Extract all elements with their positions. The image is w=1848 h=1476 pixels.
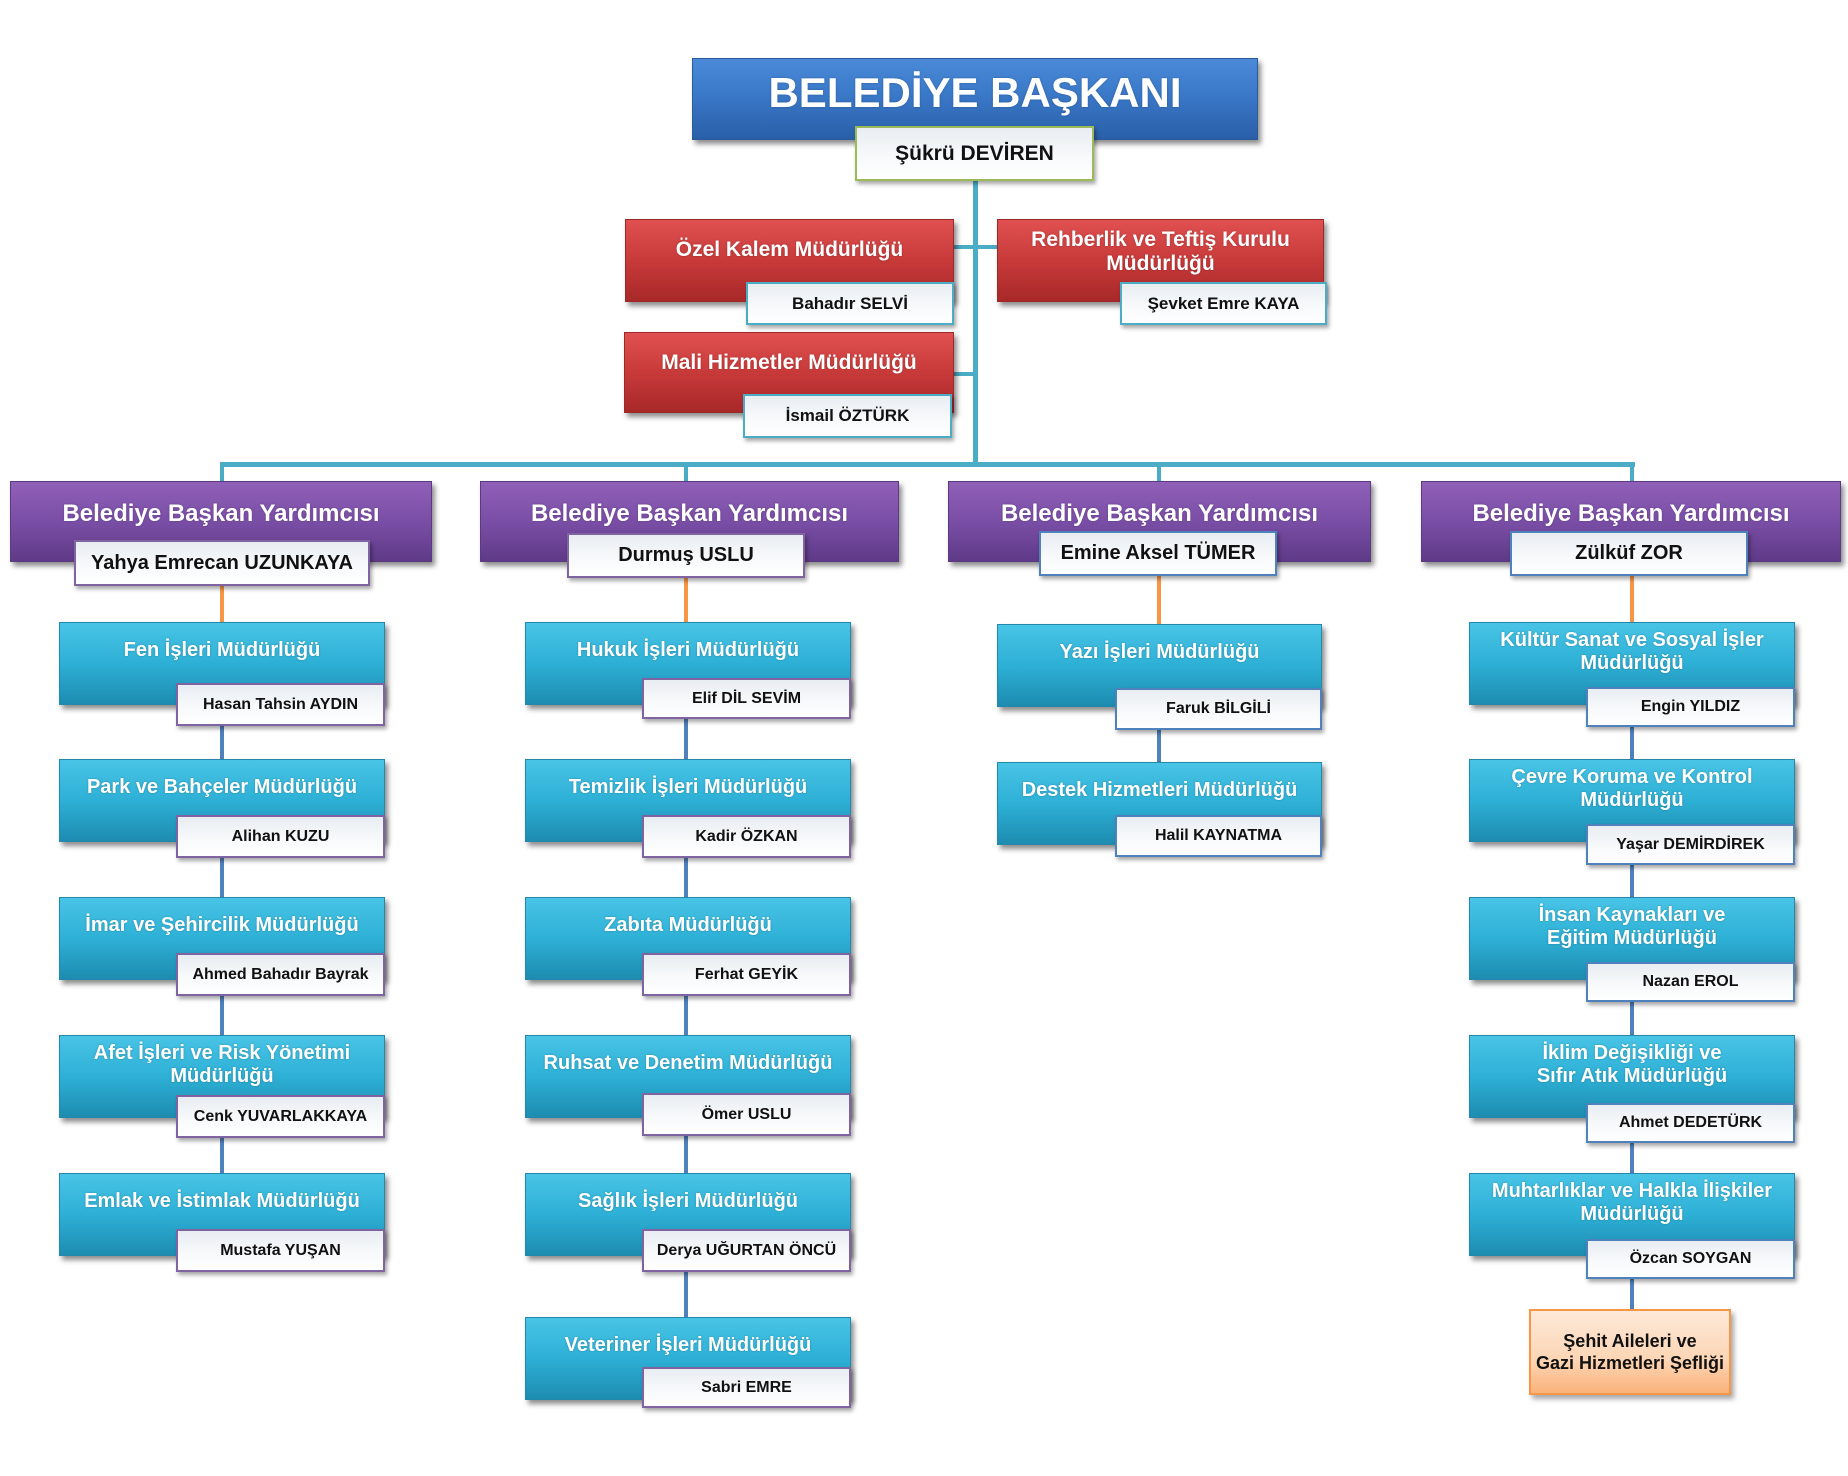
mayor-box: BELEDİYE BAŞKANI (692, 58, 1258, 140)
directorate-title: Kültür Sanat ve Sosyal İşler Müdürlüğü (1500, 629, 1764, 674)
directorate-head: Derya UĞURTAN ÖNCÜ (642, 1229, 851, 1272)
deputy-title: Belediye Başkan Yardımcısı (1000, 500, 1319, 527)
directorate-head: Yaşar DEMİRDİREK (1586, 824, 1795, 865)
connector-col4-orange (1630, 576, 1634, 623)
directorate-title: Ruhsat ve Denetim Müdürlüğü (543, 1052, 833, 1074)
directorate-title: Temizlik İşleri Müdürlüğü (568, 776, 808, 798)
connector-deputy-1 (220, 462, 224, 482)
connector-col2-orange (684, 578, 688, 623)
deputy-title: Belediye Başkan Yardımcısı (62, 500, 380, 527)
directorate-head: Cenk YUVARLAKKAYA (176, 1095, 385, 1138)
directorate-head: Elif DİL SEVİM (642, 678, 851, 719)
directorate-title: Çevre Koruma ve Kontrol Müdürlüğü (1511, 766, 1753, 811)
connector-col3-orange (1157, 576, 1161, 625)
deputy-name: Zülküf ZOR (1510, 531, 1748, 576)
staff-title: Mali Hizmetler Müdürlüğü (661, 351, 917, 374)
directorate-title: İnsan Kaynakları ve Eğitim Müdürlüğü (1538, 904, 1726, 949)
staff-title: Rehberlik ve Teftiş Kurulu Müdürlüğü (1031, 228, 1290, 276)
directorate-title: Afet İşleri ve Risk Yönetimi Müdürlüğü (93, 1042, 351, 1087)
staff-name: Bahadır SELVİ (746, 282, 954, 325)
mayor-name: Şükrü DEVİREN (855, 126, 1094, 181)
connector-col4-chain (1630, 705, 1634, 1311)
deputy-name: Durmuş USLU (567, 533, 805, 578)
directorate-head: Sabri EMRE (642, 1367, 851, 1408)
directorate-title: Fen İşleri Müdürlüğü (123, 639, 321, 661)
deputy-name: Yahya Emrecan UZUNKAYA (74, 540, 370, 586)
directorate-head: Alihan KUZU (176, 815, 385, 858)
directorate-title: Veteriner İşleri Müdürlüğü (564, 1334, 812, 1356)
connector-mayor-trunk (973, 181, 978, 467)
directorate-head: Engin YILDIZ (1586, 687, 1795, 727)
deputy-title: Belediye Başkan Yardımcısı (530, 500, 849, 527)
directorate-head: Mustafa YUŞAN (176, 1229, 385, 1272)
directorate-title: Emlak ve İstimlak Müdürlüğü (84, 1190, 360, 1212)
directorate-title: Park ve Bahçeler Müdürlüğü (86, 776, 358, 798)
directorate-head: Ahmet DEDETÜRK (1586, 1103, 1795, 1143)
directorate-head: Hasan Tahsin AYDIN (176, 683, 385, 726)
connector-deputy-4 (1630, 462, 1634, 482)
staff-title: Özel Kalem Müdürlüğü (675, 238, 904, 261)
directorate-head: Kadir ÖZKAN (642, 815, 851, 858)
directorate-head: Faruk BİLGİLİ (1115, 688, 1322, 730)
directorate-title: Sağlık İşleri Müdürlüğü (577, 1190, 799, 1212)
directorate-title: Hukuk İşleri Müdürlüğü (576, 639, 800, 661)
directorate-title: İklim Değişikliği ve Sıfır Atık Müdürlüğ… (1536, 1042, 1728, 1087)
deputy-title: Belediye Başkan Yardımcısı (1472, 500, 1790, 527)
connector-staff-mali (954, 372, 975, 376)
connector-col3-chain (1157, 707, 1161, 764)
mayor-title: BELEDİYE BAŞKANI (768, 69, 1182, 116)
connector-col1-orange (220, 586, 224, 623)
connector-col2-chain (684, 705, 688, 1319)
deputy-name: Emine Aksel TÜMER (1039, 531, 1277, 576)
directorate-title: Destek Hizmetleri Müdürlüğü (1021, 779, 1298, 801)
connector-staff-ozel-kalem (954, 245, 997, 249)
directorate-title: Muhtarlıklar ve Halkla İlişkiler Müdürlü… (1491, 1180, 1773, 1225)
directorate-head: Halil KAYNATMA (1115, 815, 1322, 857)
directorate-head: Ömer USLU (642, 1093, 851, 1136)
connector-deputy-3 (1157, 462, 1161, 482)
directorate-title: İmar ve Şehircilik Müdürlüğü (85, 914, 359, 936)
directorate-title: Zabıta Müdürlüğü (604, 914, 772, 936)
directorate-head: Nazan EROL (1586, 962, 1795, 1002)
connector-deputy-2 (684, 462, 688, 482)
staff-name: İsmail ÖZTÜRK (743, 394, 952, 438)
directorate-head: Ahmed Bahadır Bayrak (176, 953, 385, 996)
directorate-title: Yazı İşleri Müdürlüğü (1059, 641, 1260, 663)
directorate-head: Ferhat GEYİK (642, 953, 851, 996)
staff-name: Şevket Emre KAYA (1120, 282, 1327, 325)
directorate-head: Özcan SOYGAN (1586, 1239, 1795, 1279)
sub-unit-sehit-aileleri: Şehit Aileleri ve Gazi Hizmetleri Şefliğ… (1529, 1309, 1731, 1395)
connector-deputy-bus (220, 462, 1635, 467)
